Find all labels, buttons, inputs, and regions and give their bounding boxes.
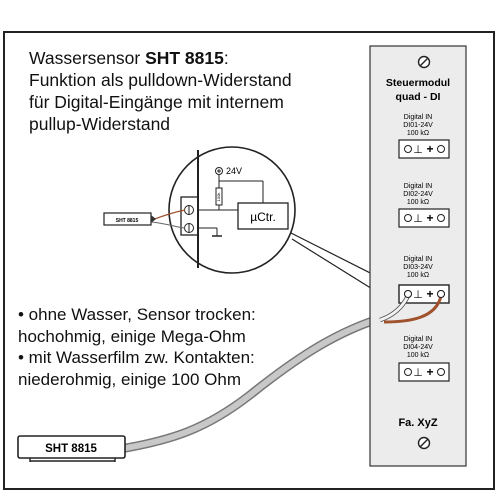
channel-resistance: 100 kΩ: [407, 272, 429, 279]
intro-line-2: Funktion als pulldown-Widerstand: [29, 70, 292, 90]
channel-resistance: 100 kΩ: [407, 130, 429, 137]
supply-voltage: 24V: [226, 166, 242, 176]
channel-id: DI01-24V: [403, 122, 433, 129]
terminal-screw-icon: [437, 214, 445, 222]
channel-di04: Digital IN DI04-24V 100 kΩ ⊥ +: [398, 336, 450, 382]
note-dry-detail: hochohmig, einige Mega-Ohm: [18, 326, 246, 346]
terminal-block: [398, 284, 450, 304]
terminal-minus: ⊥: [413, 144, 423, 156]
channel-resistance: 100 kΩ: [407, 199, 429, 206]
module-footer: Fa. XyZ: [398, 417, 437, 429]
inset-wire-white: [151, 221, 186, 229]
terminal-minus: ⊥: [413, 213, 423, 225]
intro-line-3: für Digital-Eingänge mit internem: [29, 92, 284, 112]
terminal-screw-icon: [404, 368, 412, 376]
behavior-notes: • ohne Wasser, Sensor trocken: hochohmig…: [18, 304, 378, 390]
big-sensor: SHT 8815: [17, 435, 126, 462]
small-sensor: SHT 8815: [103, 212, 156, 226]
microcontroller-label: µCtr.: [250, 210, 276, 224]
intro-line-4: pullup-Widerstand: [29, 114, 171, 134]
note-dry: • ohne Wasser, Sensor trocken:: [18, 305, 256, 324]
channel-di01: Digital IN DI01-24V 100 kΩ ⊥ +: [398, 114, 450, 159]
terminal-block: [398, 362, 450, 382]
module-title-1: Steuermodul: [386, 77, 450, 89]
control-module: Steuermodul quad - DI Digital IN DI01-24…: [369, 45, 467, 467]
small-sensor-label: SHT 8815: [116, 218, 139, 224]
channel-label: Digital IN: [404, 114, 432, 121]
terminal-plus: +: [426, 287, 433, 301]
terminal-screw-icon: [437, 368, 445, 376]
terminal-plus: +: [426, 365, 433, 379]
intro-title: Wassersensor SHT 8815:: [29, 48, 229, 68]
channel-di02: Digital IN DI02-24V 100 kΩ ⊥ +: [398, 183, 450, 228]
big-sensor-label: SHT 8815: [45, 443, 97, 455]
intro-text: Wassersensor SHT 8815: Funktion als pull…: [29, 47, 349, 135]
wire-brown: [383, 295, 443, 324]
terminal-minus: ⊥: [413, 367, 423, 379]
terminal-minus: ⊥: [413, 289, 423, 301]
terminal-screw-icon: [437, 145, 445, 153]
note-wet: • mit Wasserfilm zw. Kontakten:: [18, 348, 255, 367]
channel-id: DI02-24V: [403, 191, 433, 198]
channel-id: DI04-24V: [403, 344, 433, 351]
channel-label: Digital IN: [404, 336, 432, 343]
terminal-screw-icon: [404, 145, 412, 153]
sensor-cable-fill: [123, 314, 388, 451]
terminal-block: [398, 139, 450, 159]
circuit-inset: 24V 100k µCtr.: [151, 146, 296, 274]
channel-label: Digital IN: [404, 183, 432, 190]
terminal-plus: +: [426, 211, 433, 225]
sensor-cable: [121, 312, 390, 453]
terminal-block: [398, 208, 450, 228]
microcontroller: [237, 202, 289, 230]
terminal-screw-icon: [404, 214, 412, 222]
channel-id: DI03-24V: [403, 264, 433, 271]
resistor-value: 100k: [216, 193, 221, 202]
terminal-plus: +: [426, 142, 433, 156]
channel-resistance: 100 kΩ: [407, 352, 429, 359]
module-title-2: quad - DI: [396, 91, 441, 103]
channel-label: Digital IN: [404, 256, 432, 263]
note-wet-detail: niederohmig, einige 100 Ohm: [18, 369, 242, 389]
